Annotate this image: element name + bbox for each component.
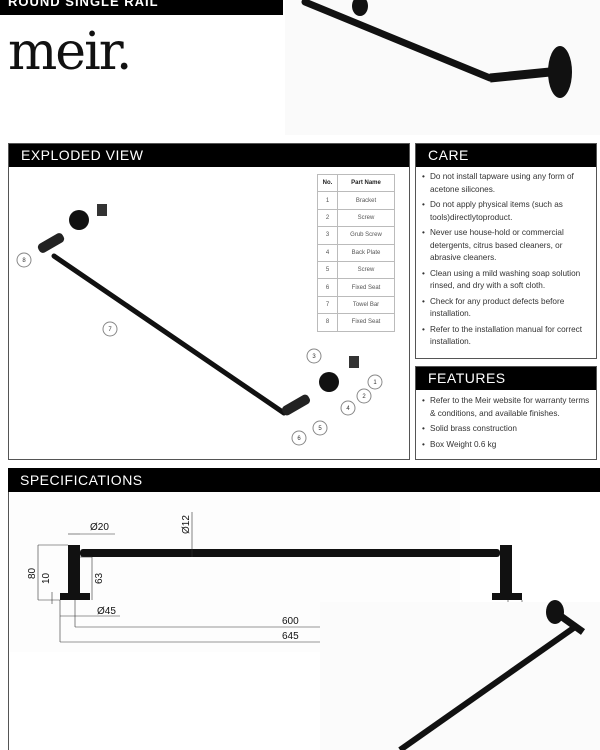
- specifications-header: SPECIFICATIONS: [8, 468, 600, 492]
- dim-d20: Ø20: [90, 522, 109, 533]
- exploded-diagram: 1 2 3 4 5 6 7 8: [16, 204, 383, 446]
- product-title: ROUND SINGLE RAIL: [8, 0, 159, 9]
- care-item: Do not apply physical items (such as too…: [418, 199, 592, 224]
- exploded-view-header: EXPLODED VIEW: [9, 144, 409, 167]
- part-name: Towel Bar: [337, 295, 395, 315]
- product-title-bar: ROUND SINGLE RAIL: [0, 0, 283, 15]
- meir-logo: meir.: [8, 22, 132, 82]
- dim-d12: Ø12: [181, 515, 192, 534]
- towel-bar-part: [51, 253, 287, 416]
- callout-1: 1: [373, 380, 377, 386]
- dim-h63: 63: [94, 572, 105, 584]
- dim-h10: 10: [41, 572, 52, 584]
- part-name: Bracket: [337, 191, 395, 210]
- care-item: Never use house-hold or commercial deter…: [418, 227, 592, 265]
- part-number: 2: [317, 208, 338, 228]
- part-number: 6: [317, 278, 338, 297]
- part-number: 5: [317, 260, 338, 280]
- part-number: 8: [317, 313, 338, 332]
- dim-h80: 80: [27, 567, 38, 579]
- features-item: Box Weight 0.6 kg: [418, 439, 592, 452]
- dim-d45: Ø45: [97, 606, 116, 617]
- part-number: 7: [317, 295, 338, 315]
- features-item: Refer to the Meir website for warranty t…: [418, 395, 592, 420]
- dim-w600: 600: [282, 616, 299, 627]
- care-list: Do not install tapware using any form of…: [416, 167, 596, 349]
- part-name: Fixed Seat: [337, 313, 395, 332]
- care-item: Clean using a mild washing soap solution…: [418, 268, 592, 293]
- care-section: CARE Do not install tapware using any fo…: [415, 143, 597, 359]
- features-header: FEATURES: [416, 367, 596, 390]
- care-item: Do not install tapware using any form of…: [418, 171, 592, 196]
- dim-w645: 645: [282, 631, 299, 642]
- callout-8: 8: [22, 258, 26, 264]
- part-name: Back Plate: [337, 243, 395, 262]
- callout-3: 3: [312, 354, 316, 360]
- part-name: Grub Screw: [337, 226, 395, 245]
- callout-5: 5: [318, 426, 322, 432]
- specifications-drawing: Ø20 Ø12 80 10 63 Ø45 600 645: [10, 492, 600, 750]
- features-section: FEATURES Refer to the Meir website for w…: [415, 366, 597, 460]
- product-image-top: [285, 0, 600, 135]
- callout-6: 6: [297, 436, 301, 442]
- care-item: Refer to the installation manual for cor…: [418, 324, 592, 349]
- features-list: Refer to the Meir website for warranty t…: [416, 390, 596, 451]
- exploded-view-section: EXPLODED VIEW 1 2 3 4 5 6 7 8 No.Part Na…: [8, 143, 410, 460]
- care-item: Check for any product defects before ins…: [418, 296, 592, 321]
- part-number: 3: [317, 226, 338, 245]
- callout-4: 4: [346, 406, 350, 412]
- part-number: 1: [317, 191, 338, 210]
- part-name: Fixed Seat: [337, 278, 395, 297]
- callout-7: 7: [108, 327, 112, 333]
- part-number: 4: [317, 243, 338, 262]
- part-name: Screw: [337, 208, 395, 228]
- part-name: Screw: [337, 260, 395, 280]
- features-item: Solid brass construction: [418, 423, 592, 436]
- callout-2: 2: [362, 394, 366, 400]
- care-header: CARE: [416, 144, 596, 167]
